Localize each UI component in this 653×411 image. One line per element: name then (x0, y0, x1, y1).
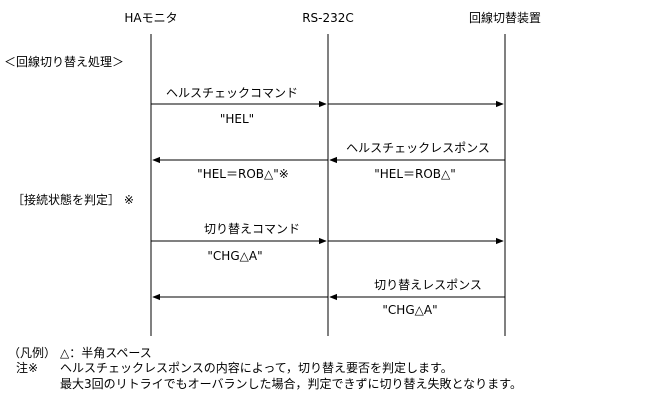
connection-state-label: ［接続状態を判定］ ※ (12, 193, 134, 207)
note-prefix: 注※ (16, 361, 39, 375)
participant-switch-device: 回線切替装置 (468, 11, 542, 25)
section-title: ＜回線切り替え処理＞ (4, 55, 125, 69)
legend-prefix: （凡例） (8, 346, 57, 360)
message-data-health-response-left: "HEL＝ROB△"※ (197, 167, 289, 181)
note-line-2: 最大3回のリトライでもオーバランした場合，判定できずに切り替え失敗となります。 (60, 377, 522, 391)
message-label-switch-command: 切り替えコマンド (203, 222, 301, 236)
message-label-health-command: ヘルスチェックコマンド (165, 86, 299, 100)
message-label-health-response: ヘルスチェックレスポンス (346, 141, 490, 155)
participant-rs232c: RS-232C (302, 11, 354, 25)
participant-ha-monitor: HAモニタ (124, 11, 178, 25)
message-data-health-command: "HEL" (219, 112, 255, 126)
message-data-health-response-right: "HEL＝ROB△" (374, 167, 456, 181)
message-data-switch-response: "CHG△A" (382, 303, 438, 317)
note-line-1: ヘルスチェックレスポンスの内容によって，切り替え要否を判定します。 (60, 361, 453, 375)
message-label-switch-response: 切り替えレスポンス (374, 278, 482, 292)
legend-text: △：半角スペース (60, 346, 152, 360)
message-data-switch-command: "CHG△A" (207, 249, 263, 263)
